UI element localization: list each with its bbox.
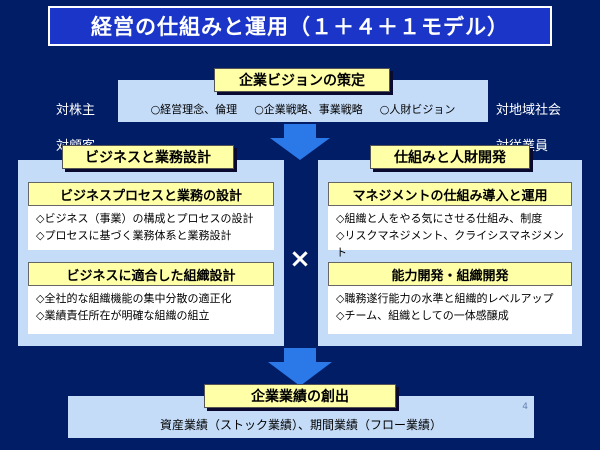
box-line: ◇職務遂行能力の水準と組織的レベルアップ bbox=[336, 292, 554, 305]
box-line: ◇組織と人をやる気にさせる仕組み、制度 bbox=[336, 212, 543, 225]
vision-item: ○経営理念、倫理 bbox=[150, 103, 238, 116]
vision-item: ○企業戦略、事業戦略 bbox=[254, 103, 363, 116]
page-title: 経営の仕組みと運用（１＋４＋１モデル） bbox=[48, 6, 552, 46]
box-body: ◇ビジネス（事業）の構成とプロセスの設計 ◇プロセスに基づく業務体系と業務設計 bbox=[28, 206, 274, 248]
multiply-icon: × bbox=[289, 244, 311, 274]
arrow-down-icon bbox=[268, 348, 332, 386]
results-label: 企業業績の創出 bbox=[204, 384, 396, 408]
stakeholder-community: 対地域社会 bbox=[496, 103, 562, 118]
box-line: ◇リスクマネジメント、クライシスマネジメント bbox=[336, 229, 564, 259]
box-heading: マネジメントの仕組み導入と運用 bbox=[328, 182, 572, 206]
org-design-box: ビジネスに適合した組織設計 ◇全社的な組織機能の集中分散の適正化 ◇業績責任所在… bbox=[28, 262, 274, 334]
vision-items: ○経営理念、倫理 ○企業戦略、事業戦略 ○人財ビジョン bbox=[118, 101, 488, 117]
vision-item: ○人財ビジョン bbox=[379, 103, 456, 116]
box-line: ◇ビジネス（事業）の構成とプロセスの設計 bbox=[36, 212, 254, 225]
box-body: ◇組織と人をやる気にさせる仕組み、制度 ◇リスクマネジメント、クライシスマネジメ… bbox=[328, 206, 572, 265]
box-heading: 能力開発・組織開発 bbox=[328, 262, 572, 286]
arrow-down-icon bbox=[270, 124, 330, 160]
vision-panel: ○経営理念、倫理 ○企業戦略、事業戦略 ○人財ビジョン bbox=[118, 80, 488, 122]
box-line: ◇業績責任所在が明確な組織の組立 bbox=[36, 309, 210, 322]
business-process-box: ビジネスプロセスと業務の設計 ◇ビジネス（事業）の構成とプロセスの設計 ◇プロセ… bbox=[28, 182, 274, 250]
box-line: ◇プロセスに基づく業務体系と業務設計 bbox=[36, 229, 232, 242]
vision-label: 企業ビジョンの策定 bbox=[214, 68, 390, 92]
box-line: ◇チーム、組織としての一体感醸成 bbox=[336, 309, 509, 322]
business-design-label: ビジネスと業務設計 bbox=[62, 145, 234, 169]
capability-development-box: 能力開発・組織開発 ◇職務遂行能力の水準と組織的レベルアップ ◇チーム、組織とし… bbox=[328, 262, 572, 334]
box-body: ◇職務遂行能力の水準と組織的レベルアップ ◇チーム、組織としての一体感醸成 bbox=[328, 286, 572, 328]
box-heading: ビジネスプロセスと業務の設計 bbox=[28, 182, 274, 206]
results-text: 資産業績（ストック業績）、期間業績（フロー業績） bbox=[159, 418, 442, 432]
page-number: 4 bbox=[522, 402, 528, 412]
mechanism-label: 仕組みと人財開発 bbox=[370, 145, 530, 169]
box-line: ◇全社的な組織機能の集中分散の適正化 bbox=[36, 292, 232, 305]
box-heading: ビジネスに適合した組織設計 bbox=[28, 262, 274, 286]
stakeholder-shareholders: 対株主 bbox=[56, 103, 96, 118]
management-system-box: マネジメントの仕組み導入と運用 ◇組織と人をやる気にさせる仕組み、制度 ◇リスク… bbox=[328, 182, 572, 259]
box-body: ◇全社的な組織機能の集中分散の適正化 ◇業績責任所在が明確な組織の組立 bbox=[28, 286, 274, 328]
